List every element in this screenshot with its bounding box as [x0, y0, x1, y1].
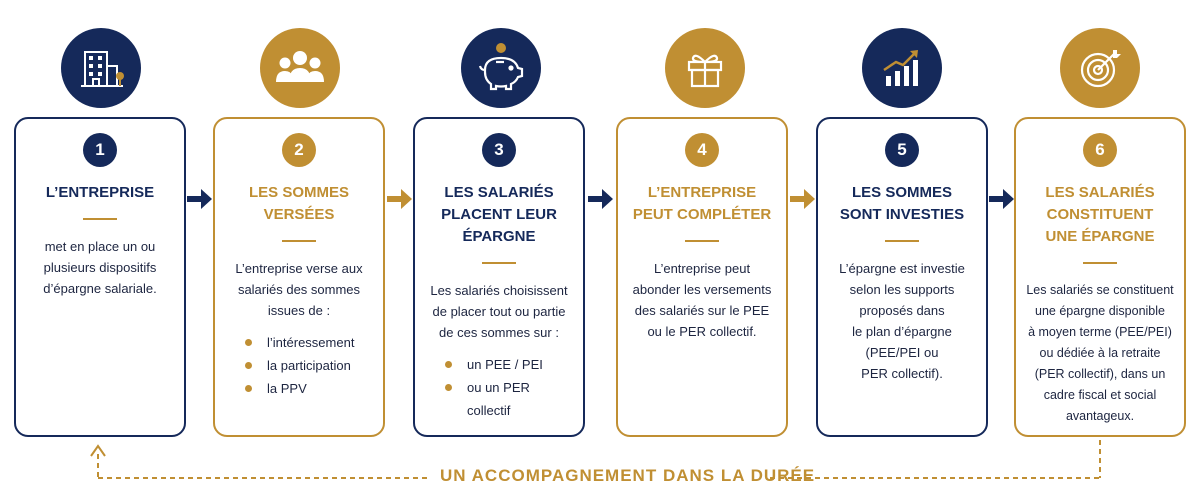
step-number-5: 5 [885, 133, 919, 167]
step-3-icon-circle [461, 28, 541, 108]
step-card-3: 3 LES SALARIÉS PLACENT LEUR ÉPARGNE Les … [413, 117, 585, 437]
step-card-1: 1 L’ENTREPRISE met en place un ou plusie… [14, 117, 186, 437]
step-card-2: 2 LES SOMMES VERSÉES L’entreprise verse … [213, 117, 385, 437]
list-item: ou un PER collectif [445, 376, 573, 422]
title-separator [83, 218, 117, 220]
building-icon [81, 51, 124, 87]
step-card-5: 5 LES SOMMES SONT INVESTIES L’épargne es… [816, 117, 988, 437]
list-item: un PEE / PEI [445, 353, 573, 376]
arrow-right-icon [187, 189, 212, 209]
arrow-right-icon [989, 189, 1014, 209]
step-2-icon-circle [260, 28, 340, 108]
arrow-right-icon [790, 189, 815, 209]
arrow-right-icon [387, 189, 412, 209]
title-separator [1083, 262, 1117, 264]
step-title-6: LES SALARIÉS CONSTITUENT UNE ÉPARGNE [1045, 184, 1155, 245]
step-description-5: L’épargne est investie selon les support… [839, 261, 965, 381]
list-item: la participation [245, 354, 373, 377]
group-icon [276, 51, 324, 82]
gift-icon [687, 54, 723, 88]
title-separator [885, 240, 919, 242]
step-4-icon-circle [665, 28, 745, 108]
step-title-1: L’ENTREPRISE [45, 184, 155, 201]
step-number-4: 4 [685, 133, 719, 167]
piggy-bank-icon [478, 43, 524, 91]
step-1-icon-circle [61, 28, 141, 108]
step-bullets-3: un PEE / PEI ou un PER collectif [445, 353, 573, 422]
growth-chart-icon [883, 50, 918, 86]
step-title-3: LES SALARIÉS PLACENT LEUR ÉPARGNE [441, 184, 557, 245]
step-6-icon-circle [1060, 28, 1140, 108]
title-separator [482, 262, 516, 264]
title-separator [282, 240, 316, 242]
step-title-2: LES SOMMES VERSÉES [248, 184, 349, 223]
step-bullets-2: l’intéressement la participation la PPV [245, 331, 373, 400]
list-item: l’intéressement [245, 331, 373, 354]
step-description-3: Les salariés choisissent de placer tout … [430, 283, 568, 340]
step-number-1: 1 [83, 133, 117, 167]
step-5-icon-circle [862, 28, 942, 108]
step-description-1: met en place un ou plusieurs dispositifs… [43, 239, 157, 296]
step-card-6: 6 LES SALARIÉS CONSTITUENT UNE ÉPARGNE L… [1014, 117, 1186, 437]
step-number-2: 2 [282, 133, 316, 167]
step-title-5: LES SOMMES SONT INVESTIES [839, 184, 965, 223]
step-description-2: L’entreprise verse aux salariés des somm… [235, 261, 363, 318]
title-separator [685, 240, 719, 242]
step-title-4: L’ENTREPRISE PEUT COMPLÉTER [632, 184, 772, 223]
step-number-3: 3 [482, 133, 516, 167]
footer-caption: UN ACCOMPAGNEMENT DANS LA DURÉE [440, 466, 816, 485]
step-description-4: L’entreprise peut abonder les versements… [632, 261, 772, 339]
dashed-return-line [90, 440, 1101, 479]
arrow-right-icon [588, 189, 613, 209]
step-number-6: 6 [1083, 133, 1117, 167]
step-description-6: Les salariés se constituent une épargne … [1026, 283, 1174, 423]
list-item: la PPV [245, 377, 373, 400]
step-card-4: 4 L’ENTREPRISE PEUT COMPLÉTER L’entrepri… [616, 117, 788, 437]
target-icon [1080, 50, 1121, 88]
